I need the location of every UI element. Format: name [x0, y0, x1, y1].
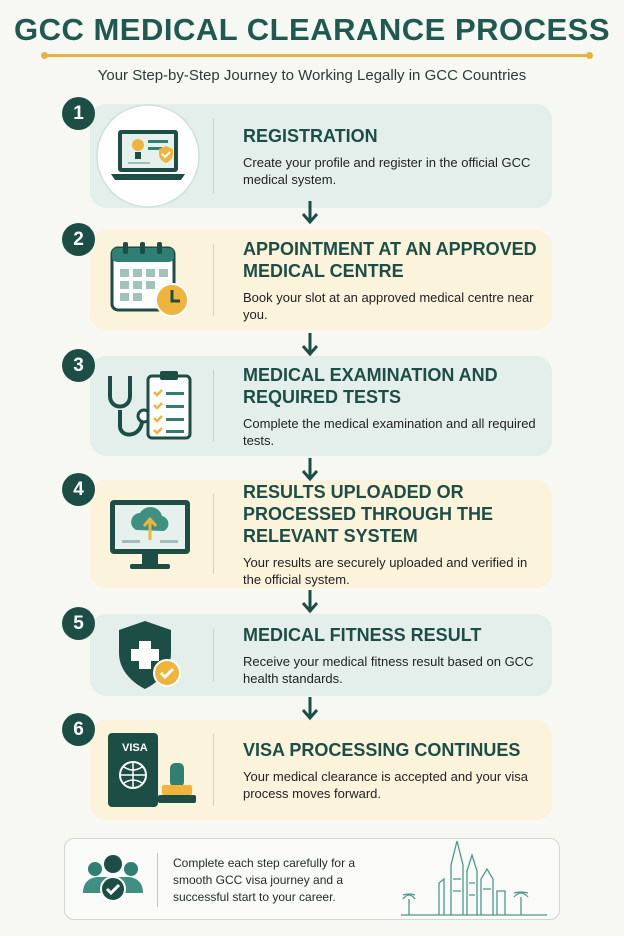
step-divider	[213, 370, 214, 442]
step-title: RESULTS UPLOADED OR PROCESSED THROUGH TH…	[243, 481, 494, 546]
step-number-badge: 5	[62, 607, 95, 640]
step-divider	[213, 734, 214, 806]
step-number-badge: 3	[62, 349, 95, 382]
step-description: Your results are securely uploaded and v…	[243, 554, 528, 587]
step-description: Create your profile and register in the …	[243, 154, 531, 187]
step-6: 6 VISA VISA PROCESSING CONTINUES Your me…	[62, 713, 552, 820]
visa-passport-stamp-icon	[90, 720, 210, 820]
calendar-clock-icon	[90, 230, 210, 330]
arrow-down-icon	[301, 333, 319, 357]
arrow-down-icon	[301, 458, 319, 482]
step-title: REGISTRATION	[243, 125, 378, 146]
arrow-down-icon	[301, 697, 319, 721]
step-description: Book your slot at an approved medical ce…	[243, 289, 534, 322]
title-underline	[41, 52, 593, 59]
step-number-badge: 6	[62, 713, 95, 746]
step-divider	[213, 118, 214, 194]
footer-divider	[157, 853, 158, 907]
step-description: Receive your medical fitness result base…	[243, 653, 534, 686]
arrow-down-icon	[301, 201, 319, 225]
medical-shield-icon	[90, 614, 210, 696]
step-5: 5 MEDICAL FITNESS RESULT Receive your me…	[62, 607, 552, 696]
cloud-upload-monitor-icon	[90, 480, 210, 588]
step-divider	[213, 628, 214, 682]
step-title: APPOINTMENT AT AN APPROVED MEDICAL CENTR…	[243, 238, 537, 281]
step-number-badge: 2	[62, 223, 95, 256]
step-number-badge: 1	[62, 97, 95, 130]
step-divider	[213, 244, 214, 316]
step-number-badge: 4	[62, 473, 95, 506]
city-skyline-icon	[401, 840, 547, 916]
step-title: MEDICAL FITNESS RESULT	[243, 624, 482, 645]
step-card	[90, 720, 552, 820]
arrow-down-icon	[301, 590, 319, 614]
footer-banner: Complete each step carefully for a smoot…	[64, 838, 560, 920]
step-divider	[213, 494, 214, 574]
step-description: Your medical clearance is accepted and y…	[243, 768, 528, 801]
step-3: 3 MEDICAL EXAMINATION AND REQUIRED TESTS…	[62, 349, 552, 456]
page-subtitle: Your Step-by-Step Journey to Working Leg…	[97, 67, 527, 84]
footer-message: Complete each step carefully for a smoot…	[173, 856, 356, 904]
step-2: 2 APPOINTMENT AT AN APPROVED MEDICAL CEN…	[62, 223, 552, 330]
step-title: VISA PROCESSING CONTINUES	[243, 739, 521, 760]
step-1: 1 REGISTRATION Create your profile and r…	[62, 97, 552, 208]
stethoscope-checklist-icon	[90, 356, 210, 456]
team-check-icon	[83, 855, 143, 902]
step-description: Complete the medical examination and all…	[243, 415, 536, 448]
step-title: MEDICAL EXAMINATION AND REQUIRED TESTS	[243, 364, 498, 407]
laptop-profile-icon	[90, 104, 210, 208]
step-4: 4 RESULTS UPLOADED OR PROCESSED THROUGH …	[62, 473, 552, 588]
visa-label: VISA	[122, 742, 148, 754]
page-title: GCC MEDICAL CLEARANCE PROCESS	[13, 12, 611, 47]
